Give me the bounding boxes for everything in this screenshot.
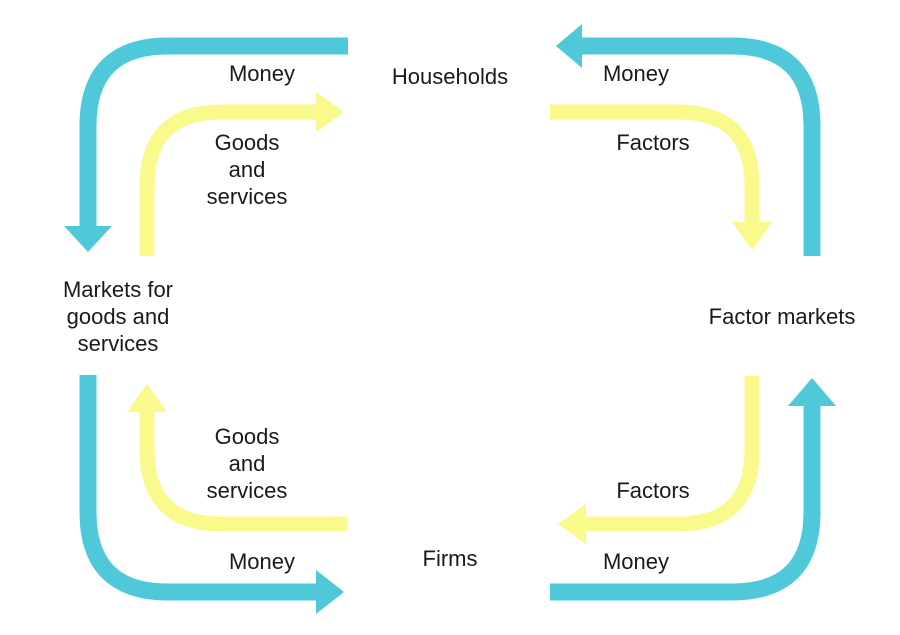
factors-arrowhead-top [732, 222, 772, 250]
goods-label-bottom: Goods and services [192, 423, 302, 504]
money-arrowhead-top-left [64, 226, 112, 252]
goods-arrowhead-top [316, 92, 344, 132]
money-label-top-right: Money [602, 61, 670, 86]
goods-markets-line-2: goods and [66, 304, 170, 329]
firms-label: Firms [422, 546, 478, 571]
money-label-bottom-right: Money [602, 549, 670, 574]
goods-arrow-top [139, 104, 318, 256]
goods-label-top: Goods and services [192, 129, 302, 210]
factor-markets-label: Factor markets [708, 304, 856, 329]
money-arrow-bottom-right [550, 404, 821, 601]
goods-top-line-1: Goods [214, 130, 280, 155]
factors-arrow-top [550, 104, 760, 224]
money-label-bottom-left: Money [228, 549, 296, 574]
goods-arrow-bottom [139, 410, 347, 532]
money-arrowhead-top-right [556, 24, 582, 68]
goods-bottom-line-2: and [228, 451, 266, 476]
money-label-top-left: Money [228, 61, 296, 86]
factors-label-top: Factors [616, 130, 690, 155]
money-arrow-bottom-left [79, 375, 318, 601]
goods-bottom-line-3: services [206, 478, 288, 503]
goods-bottom-line-1: Goods [214, 424, 280, 449]
households-label: Households [391, 64, 509, 89]
factors-arrow-bottom [584, 376, 760, 532]
money-arrow-top-right [580, 37, 821, 256]
money-arrowhead-bottom-right [788, 378, 836, 406]
goods-markets-line-3: services [77, 331, 159, 356]
money-arrow-top-left [79, 37, 348, 228]
goods-markets-line-1: Markets for [62, 277, 174, 302]
goods-markets-label: Markets for goods and services [40, 276, 196, 357]
factors-arrowhead-bottom [558, 504, 586, 544]
goods-arrowhead-bottom [127, 384, 167, 412]
goods-top-line-3: services [206, 184, 288, 209]
goods-top-line-2: and [228, 157, 266, 182]
money-arrowhead-bottom-left [316, 570, 344, 614]
factors-label-bottom: Factors [616, 478, 690, 503]
